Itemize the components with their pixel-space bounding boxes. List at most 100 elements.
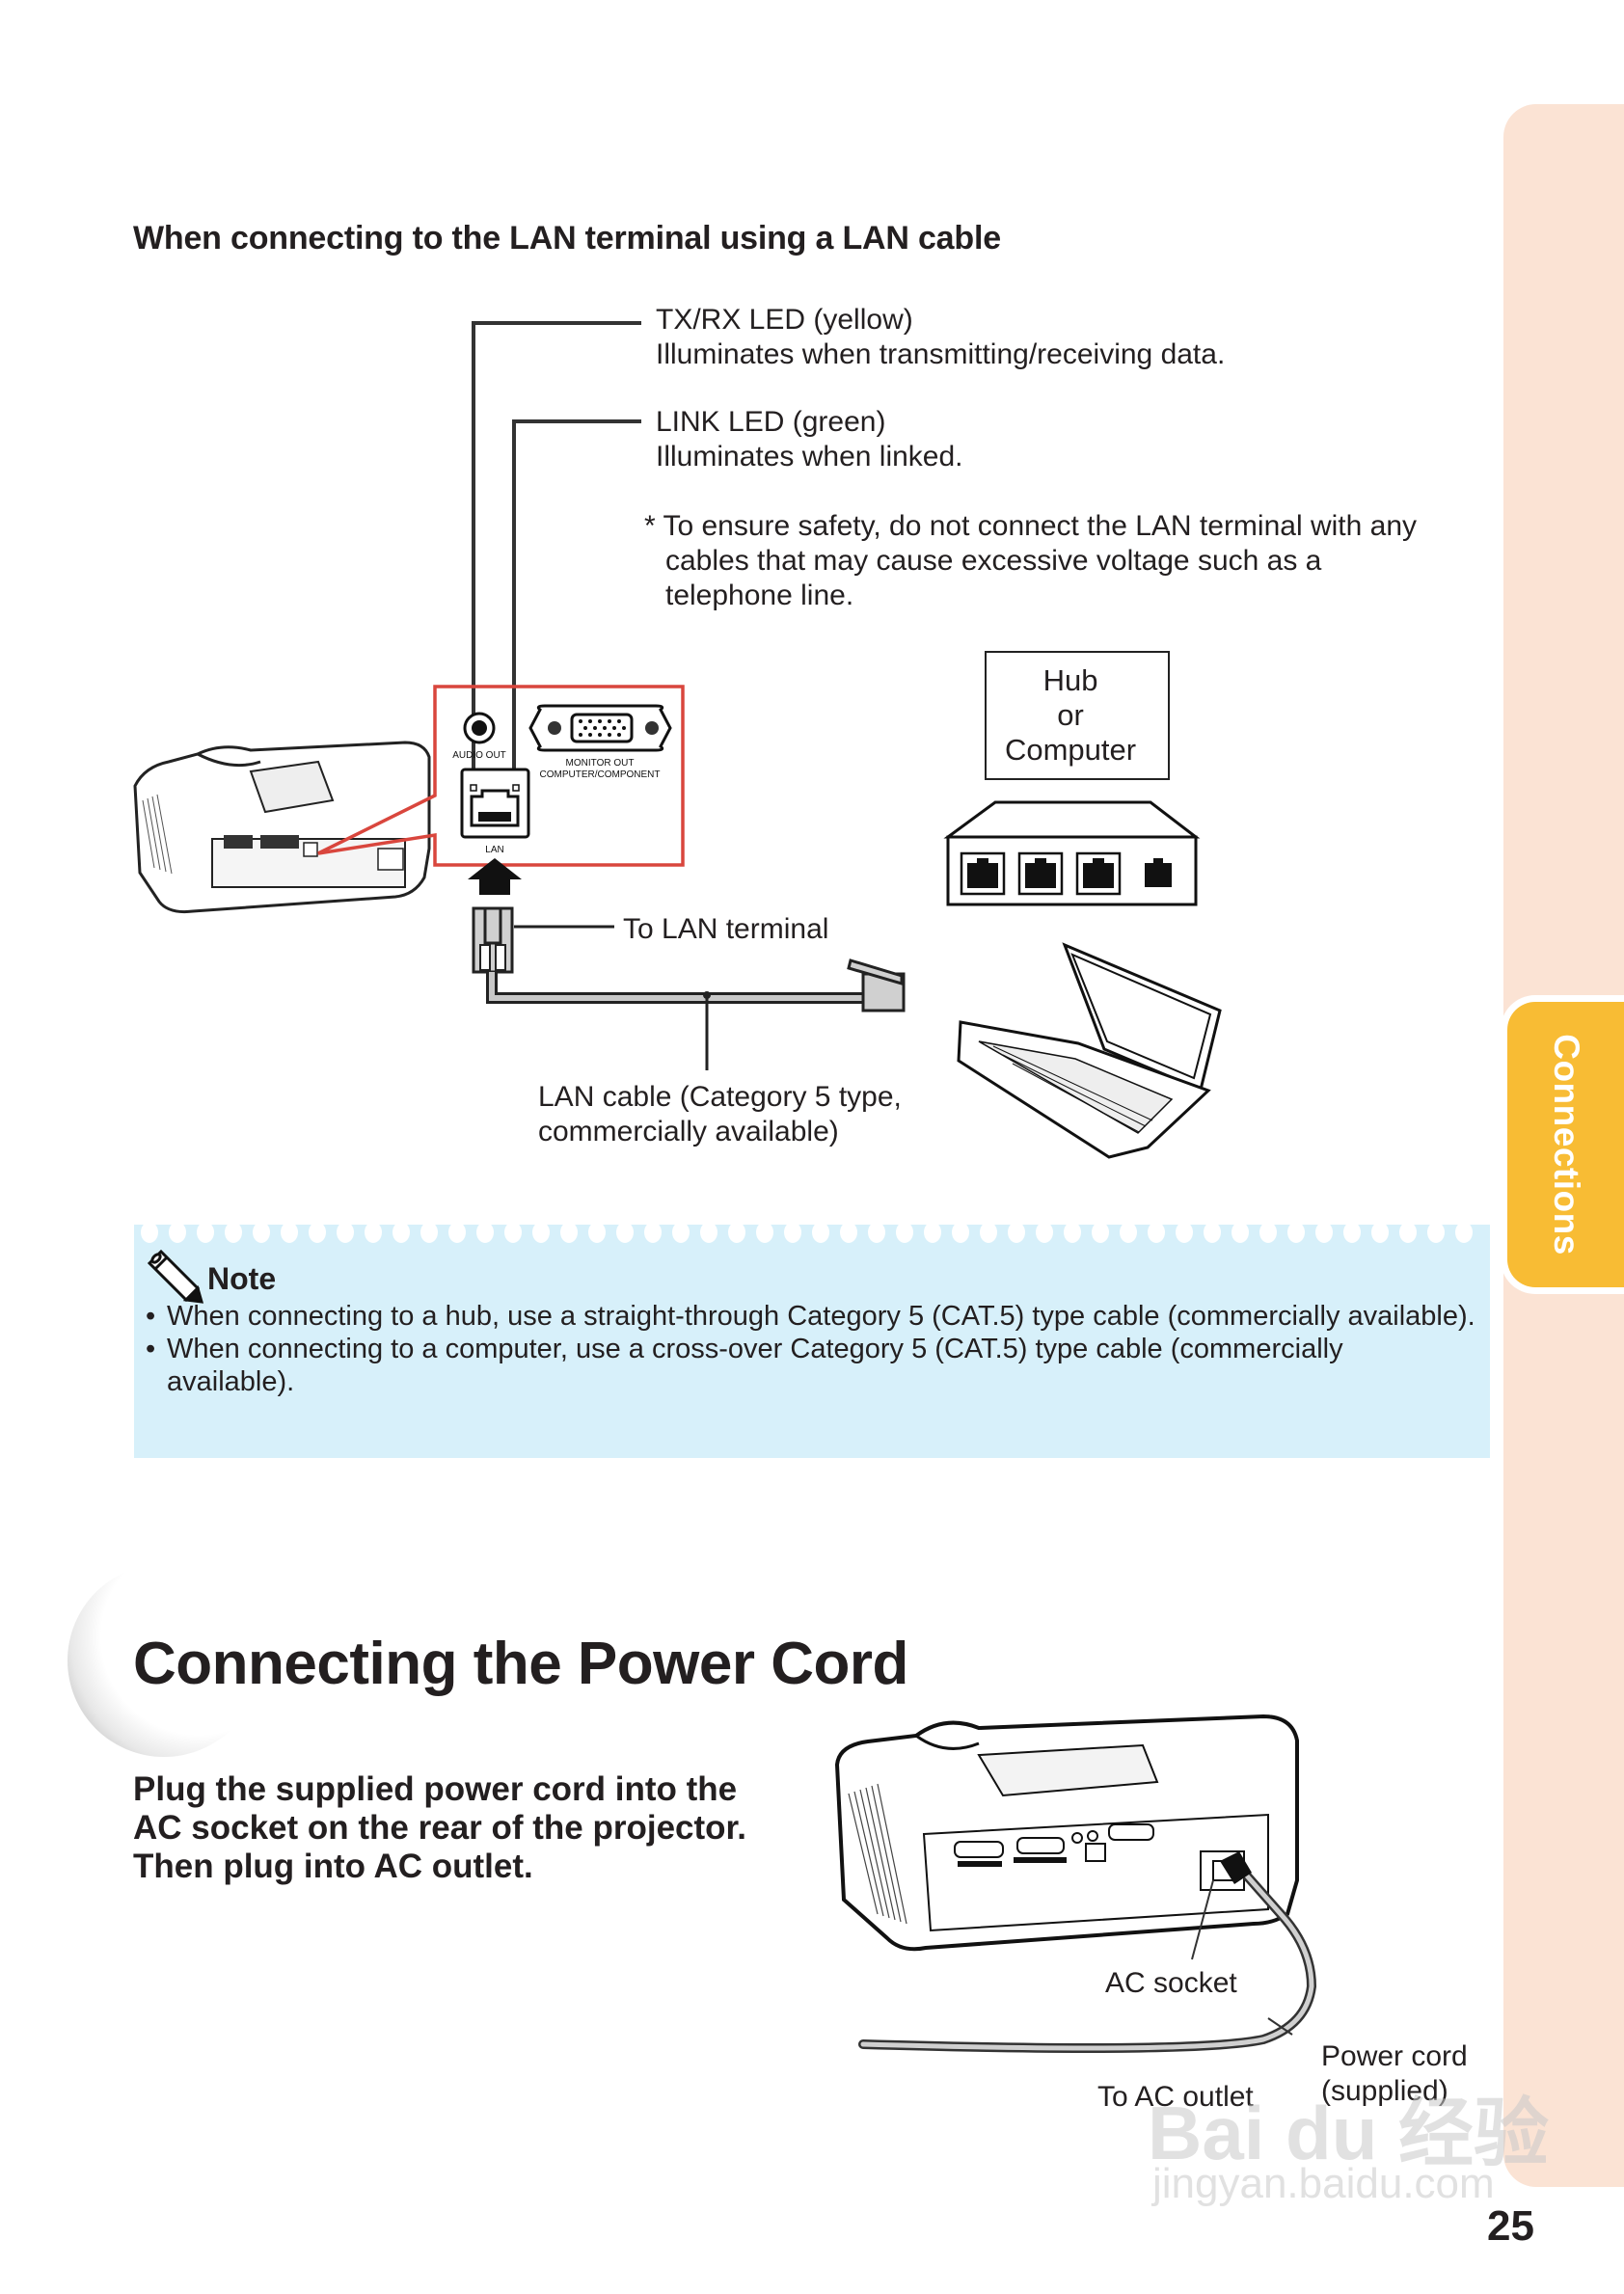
perforation-dot [840, 1225, 857, 1243]
link-led-title: LINK LED (green) [656, 406, 886, 438]
laptop-illustration [957, 942, 1222, 1159]
perforation-dot [868, 1225, 885, 1243]
perforation-dot [812, 1225, 829, 1243]
perforation-dot [532, 1225, 550, 1243]
perforation-dot [1287, 1225, 1305, 1243]
power-cord-label-1: Power cord [1321, 2040, 1468, 2072]
watermark-url: jingyan.baidu.com [1152, 2160, 1495, 2207]
led-leader-lines [472, 321, 641, 800]
perforation-dot [784, 1225, 801, 1243]
lan-connection-diagram: AUDIO OUT MONITOR OUT COMPUTER/COMPONENT… [133, 321, 1222, 1159]
perforation-dot [728, 1225, 745, 1243]
lan-cable-label-2: commercially available) [538, 1116, 839, 1147]
perforation-dot [420, 1225, 438, 1243]
perforation-dot [253, 1225, 270, 1243]
perforation-dot [700, 1225, 717, 1243]
perforation-dot [1120, 1225, 1137, 1243]
perforation-dot [896, 1225, 913, 1243]
monitor-out-label-2: COMPUTER/COMPONENT [540, 769, 661, 780]
ac-socket-label: AC socket [1105, 1967, 1237, 1999]
ac-socket-leader-line [1191, 1879, 1214, 1960]
perforation-dot [1064, 1225, 1081, 1243]
watermark: Bai du 经验 [1148, 2091, 1550, 2175]
power-intro-line-2: AC socket on the rear of the projector. [133, 1809, 746, 1847]
perforation-dot [281, 1225, 298, 1243]
perforation-dot [337, 1225, 354, 1243]
perforation-dot [1371, 1225, 1389, 1243]
perforation-dot [1204, 1225, 1221, 1243]
perforation-dot [1315, 1225, 1333, 1243]
perforation-dot [1455, 1225, 1473, 1243]
perforation-dot [476, 1225, 494, 1243]
power-connection-diagram: AC socket Power cord (supplied) To AC ou… [834, 1714, 1468, 2113]
projector-rear-illustration [834, 1714, 1299, 1952]
perforation-dot [952, 1225, 969, 1243]
power-intro-line-3: Then plug into AC outlet. [133, 1848, 533, 1885]
txrx-led-desc: Illuminates when transmitting/receiving … [656, 338, 1226, 370]
perforation-dot [616, 1225, 634, 1243]
power-intro: Plug the supplied power cord into the AC… [133, 1770, 827, 1886]
perforation-dot [560, 1225, 578, 1243]
note-perforation [141, 1225, 1473, 1243]
safety-note-line-1: * To ensure safety, do not connect the L… [644, 510, 1418, 542]
safety-note: * To ensure safety, do not connect the L… [644, 509, 1417, 613]
chapter-tab-label: Connections [1546, 1034, 1586, 1255]
txrx-led-title: TX/RX LED (yellow) [656, 304, 913, 336]
perforation-dot [504, 1225, 522, 1243]
note-item: When connecting to a computer, use a cro… [146, 1333, 1476, 1398]
link-led [512, 784, 520, 792]
section-decoration-circle [68, 1564, 260, 1757]
perforation-dot [1232, 1225, 1249, 1243]
note-box: Note When connecting to a hub, use a str… [134, 1225, 1490, 1458]
perforation-dot [1092, 1225, 1109, 1243]
zoom-callout-frame [317, 685, 685, 867]
audio-out-label: AUDIO OUT [452, 750, 506, 761]
safety-note-line-2: cables that may cause excessive voltage … [665, 545, 1322, 577]
insert-arrow-icon [468, 858, 522, 895]
to-ac-outlet-label: To AC outlet [1097, 2081, 1254, 2113]
perforation-dot [980, 1225, 997, 1243]
perforation-dot [225, 1225, 242, 1243]
perforation-dot [309, 1225, 326, 1243]
txrx-led-callout: TX/RX LED (yellow) Illuminates when tran… [656, 303, 1225, 372]
perforation-dot [365, 1225, 382, 1243]
perforation-dot [1343, 1225, 1361, 1243]
perforation-dot [392, 1225, 410, 1243]
perforation-dot [756, 1225, 773, 1243]
rj45-plug-near [472, 906, 514, 974]
perforation-dot [1176, 1225, 1193, 1243]
power-cord-label-2: (supplied) [1321, 2075, 1448, 2107]
pencil-icon [147, 1249, 204, 1304]
rj45-plug-far [847, 958, 906, 1012]
perforation-dot [924, 1225, 941, 1243]
power-section-title: Connecting the Power Cord [133, 1631, 908, 1697]
perforation-dot [1427, 1225, 1445, 1243]
safety-note-line-3: telephone line. [665, 580, 854, 611]
lan-cable [486, 972, 863, 1004]
perforation-dot [1008, 1225, 1025, 1243]
to-lan-terminal-label: To LAN terminal [623, 913, 829, 945]
chapter-tab-connections[interactable]: Connections [1501, 995, 1624, 1294]
projector-illustration [133, 741, 431, 913]
perforation-dot [1036, 1225, 1053, 1243]
note-title: Note [207, 1261, 277, 1296]
perforation-dot [197, 1225, 214, 1243]
perforation-dot [448, 1225, 466, 1243]
hub-label-1: Hub [1043, 663, 1098, 697]
perforation-dot [1259, 1225, 1277, 1243]
link-led-desc: Illuminates when linked. [656, 441, 963, 472]
note-list: When connecting to a hub, use a straight… [146, 1300, 1476, 1398]
link-led-callout: LINK LED (green) Illuminates when linked… [656, 405, 963, 474]
perforation-dot [644, 1225, 662, 1243]
plug-insert-arrow-icon [1220, 1851, 1252, 1884]
perforation-dot [1148, 1225, 1165, 1243]
lan-port-label: LAN [485, 845, 503, 855]
txrx-led [470, 784, 477, 792]
perforation-dot [1399, 1225, 1417, 1243]
hub-illustration [943, 800, 1201, 906]
perforation-dot [169, 1225, 186, 1243]
page-number: 25 [1487, 2202, 1534, 2250]
hub-label-2: or [1057, 698, 1084, 732]
lan-section-heading: When connecting to the LAN terminal usin… [133, 220, 1001, 256]
perforation-dot [672, 1225, 690, 1243]
